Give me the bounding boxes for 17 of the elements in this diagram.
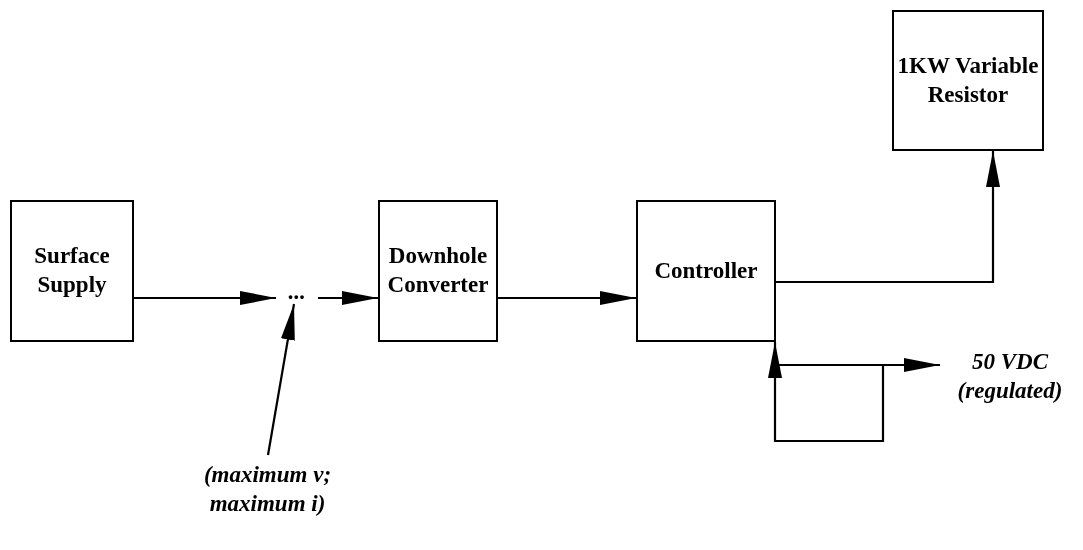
process-box	[892, 10, 1044, 151]
process-box	[636, 200, 776, 342]
arrow	[318, 291, 378, 305]
process-box	[10, 200, 134, 342]
process-box	[378, 200, 498, 342]
box-label: Surface Supply	[33, 242, 111, 299]
box-label: 1KW Variable Resistor	[896, 51, 1040, 109]
box-label: Downhole Converter	[386, 242, 490, 299]
arrow	[134, 291, 276, 305]
note-text: (maximum v; maximum i)	[202, 461, 333, 518]
ellipsis-text: ...	[288, 277, 306, 306]
arrow	[776, 151, 1000, 284]
leader-arrow	[266, 303, 296, 456]
box-label: Controller	[654, 256, 758, 285]
arrow	[498, 291, 636, 305]
output-label: 50 VDC (regulated)	[956, 348, 1064, 405]
feedback-arrow	[768, 342, 885, 443]
